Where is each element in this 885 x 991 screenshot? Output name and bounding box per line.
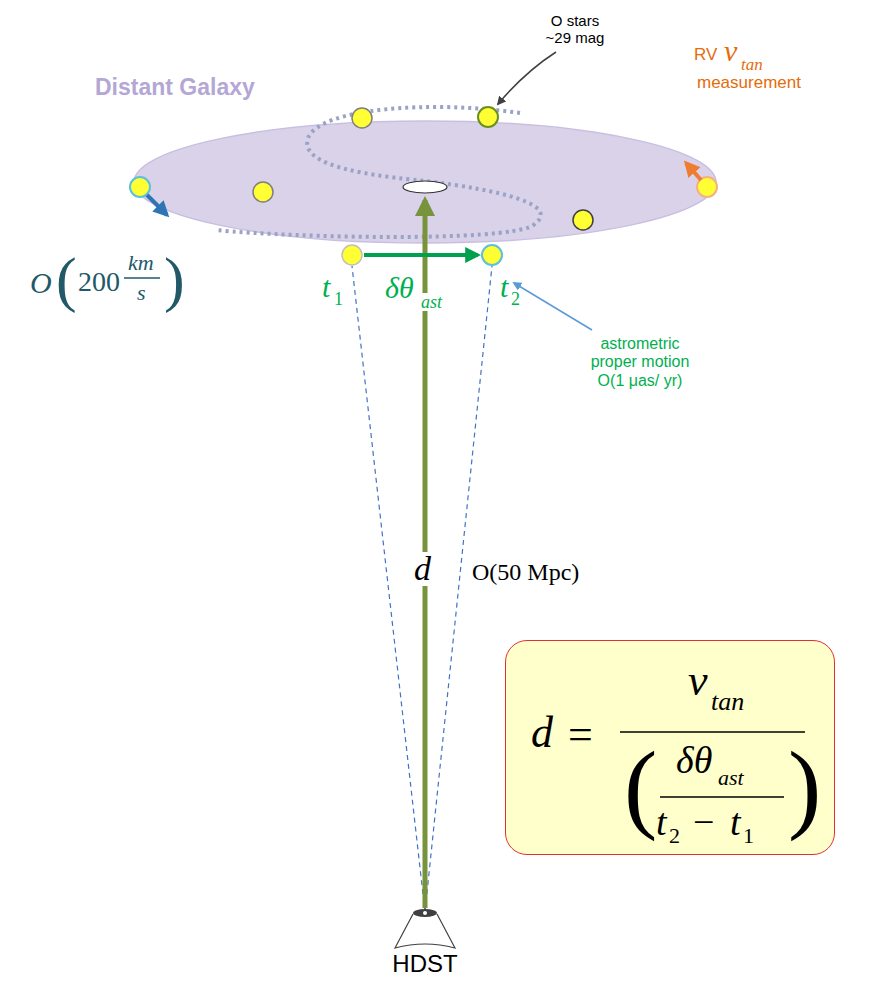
distance-label: d — [412, 552, 433, 586]
velocity-value: 200 — [78, 268, 120, 296]
formula-paren: ( — [624, 737, 657, 837]
formula-subscript: 2 — [669, 825, 680, 847]
math-paren: ( — [56, 248, 77, 310]
fraction-bar — [660, 796, 784, 798]
galaxy-outline — [133, 120, 717, 244]
leader-arrow — [498, 52, 556, 104]
formula-symbol: t — [656, 803, 667, 841]
star — [130, 177, 150, 197]
sight-line — [352, 266, 425, 912]
proper-motion-arrow — [364, 253, 478, 257]
epoch-subscript: 2 — [511, 290, 520, 308]
math-symbol: v — [724, 36, 737, 66]
star — [342, 245, 362, 265]
leader-arrow — [514, 283, 592, 330]
star-note: O stars ~29 mag — [540, 12, 610, 47]
eye — [413, 909, 437, 917]
angle-subscript: ast — [419, 293, 444, 311]
proper-motion-note: astrometric proper motion O(1 μas/ yr) — [580, 335, 700, 390]
formula-symbol: v — [688, 659, 708, 703]
distance-value: O(50 Mpc) — [472, 560, 579, 584]
star — [482, 245, 502, 265]
telescope-cone — [395, 914, 455, 948]
sight-line — [425, 266, 492, 912]
epoch-label: t — [500, 272, 508, 302]
galaxy-disk: Distant Galaxy — [133, 120, 717, 244]
formula-symbol: δθ — [676, 741, 712, 779]
star — [253, 182, 273, 202]
formula-box: d=vtan(δθastt2−t1) — [505, 640, 835, 855]
formula-subscript: tan — [711, 689, 744, 715]
star — [478, 107, 498, 127]
math-paren: ) — [164, 248, 185, 310]
math-subscript: tan — [741, 56, 763, 73]
angle-label: δθ — [383, 273, 416, 303]
eye-pupil — [423, 911, 427, 915]
formula-operator: − — [693, 803, 714, 841]
velocity-unit: km — [128, 252, 154, 274]
velocity-order: O — [30, 268, 52, 298]
galaxy-name: Distant Galaxy — [95, 76, 255, 99]
epoch-subscript: 1 — [334, 290, 343, 308]
fraction-bar — [620, 731, 805, 733]
formula-symbol: d — [531, 711, 553, 755]
formula-subscript: 1 — [743, 825, 754, 847]
galaxy-ellipse — [134, 121, 716, 243]
formula-paren: ) — [788, 737, 821, 837]
rv-label: measurement — [697, 74, 801, 91]
formula-operator: = — [568, 713, 593, 757]
fraction-bar — [124, 277, 160, 279]
rv-label: RV — [694, 46, 717, 63]
telescope-label: HDST — [385, 950, 465, 978]
star — [573, 210, 593, 230]
epoch-label: t — [322, 272, 330, 302]
star — [352, 108, 372, 128]
formula-symbol: t — [730, 803, 741, 841]
galaxy-center — [403, 181, 447, 193]
formula-subscript: ast — [718, 767, 744, 789]
velocity-unit: s — [137, 282, 146, 304]
